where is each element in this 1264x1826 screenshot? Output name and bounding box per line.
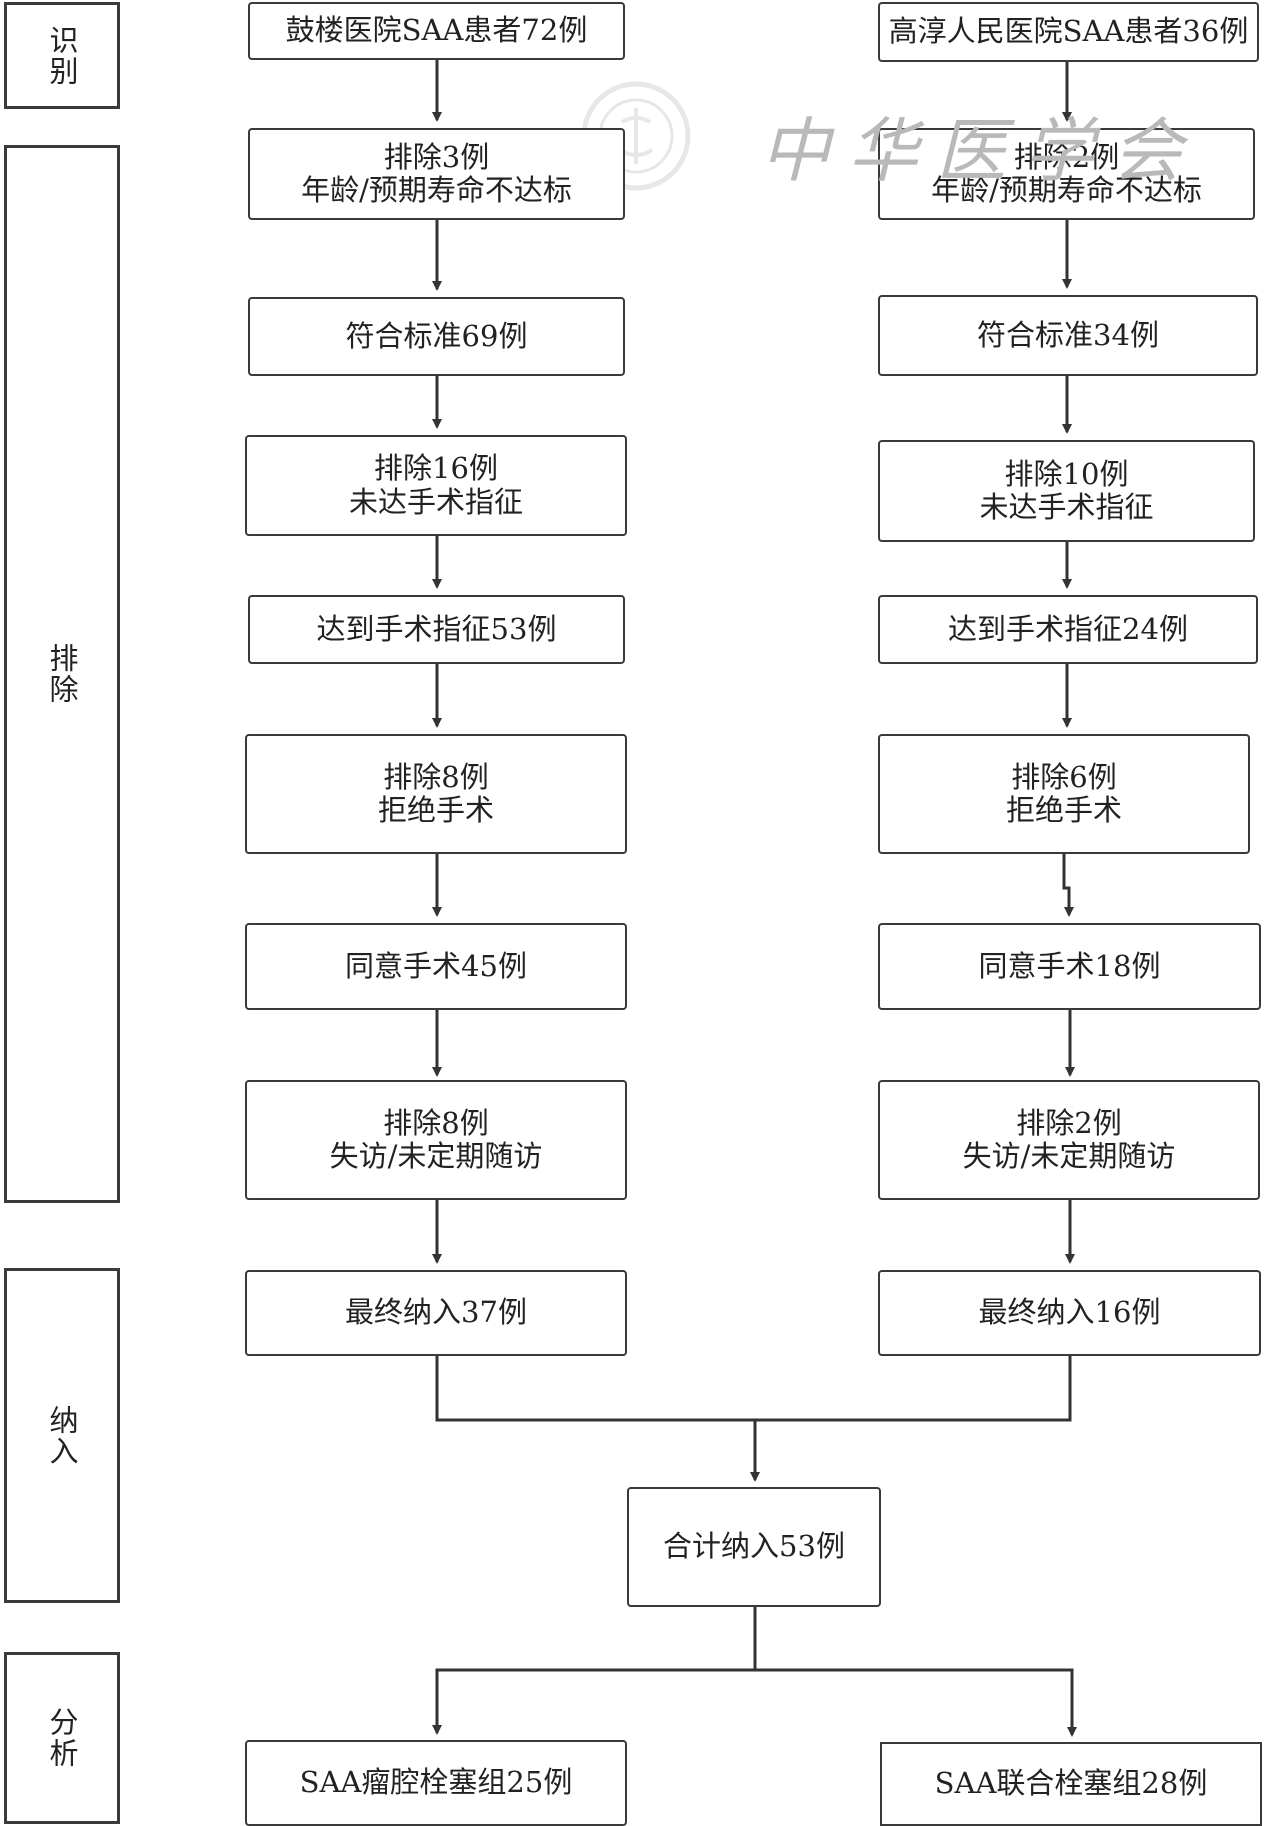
right-exclusion-2: 排除10例 未达手术指征: [878, 440, 1255, 542]
merge-line: [435, 1356, 1072, 1422]
left-final: 最终纳入37例: [245, 1270, 627, 1356]
stage-identify: 识别: [4, 2, 120, 109]
right-exclusion-1: 排除2例 年龄/预期寿命不达标: [878, 128, 1255, 220]
right-exclusion-3: 排除6例 拒绝手术: [878, 734, 1250, 854]
total-included: 合计纳入53例: [627, 1487, 881, 1607]
group-embolization: SAA瘤腔栓塞组25例: [245, 1740, 627, 1826]
right-indicated: 达到手术指征24例: [878, 595, 1258, 664]
split-line: [435, 1668, 1074, 1728]
stage-exclude: 排除: [4, 145, 120, 1203]
watermark-text: 中华医学会: [760, 110, 1200, 192]
right-exclusion-4: 排除2例 失访/未定期随访: [878, 1080, 1260, 1200]
left-source-box: 鼓楼医院SAA患者72例: [248, 2, 625, 60]
left-indicated: 达到手术指征53例: [248, 595, 625, 664]
stage-include: 纳入: [4, 1268, 120, 1603]
stage-analyze: 分析: [4, 1652, 120, 1824]
left-exclusion-1: 排除3例 年龄/预期寿命不达标: [248, 128, 625, 220]
left-exclusion-4: 排除8例 失访/未定期随访: [245, 1080, 627, 1200]
left-exclusion-2: 排除16例 未达手术指征: [245, 435, 627, 536]
right-agree-surgery: 同意手术18例: [878, 923, 1261, 1010]
right-source-box: 高淳人民医院SAA患者36例: [878, 2, 1259, 62]
left-exclusion-3: 排除8例 拒绝手术: [245, 734, 627, 854]
group-combined: SAA联合栓塞组28例: [880, 1742, 1262, 1826]
left-agree-surgery: 同意手术45例: [245, 923, 627, 1010]
right-final: 最终纳入16例: [878, 1270, 1261, 1356]
left-meet-criteria: 符合标准69例: [248, 297, 625, 376]
arrow-right-6: [1062, 854, 1074, 917]
right-meet-criteria: 符合标准34例: [878, 295, 1258, 376]
